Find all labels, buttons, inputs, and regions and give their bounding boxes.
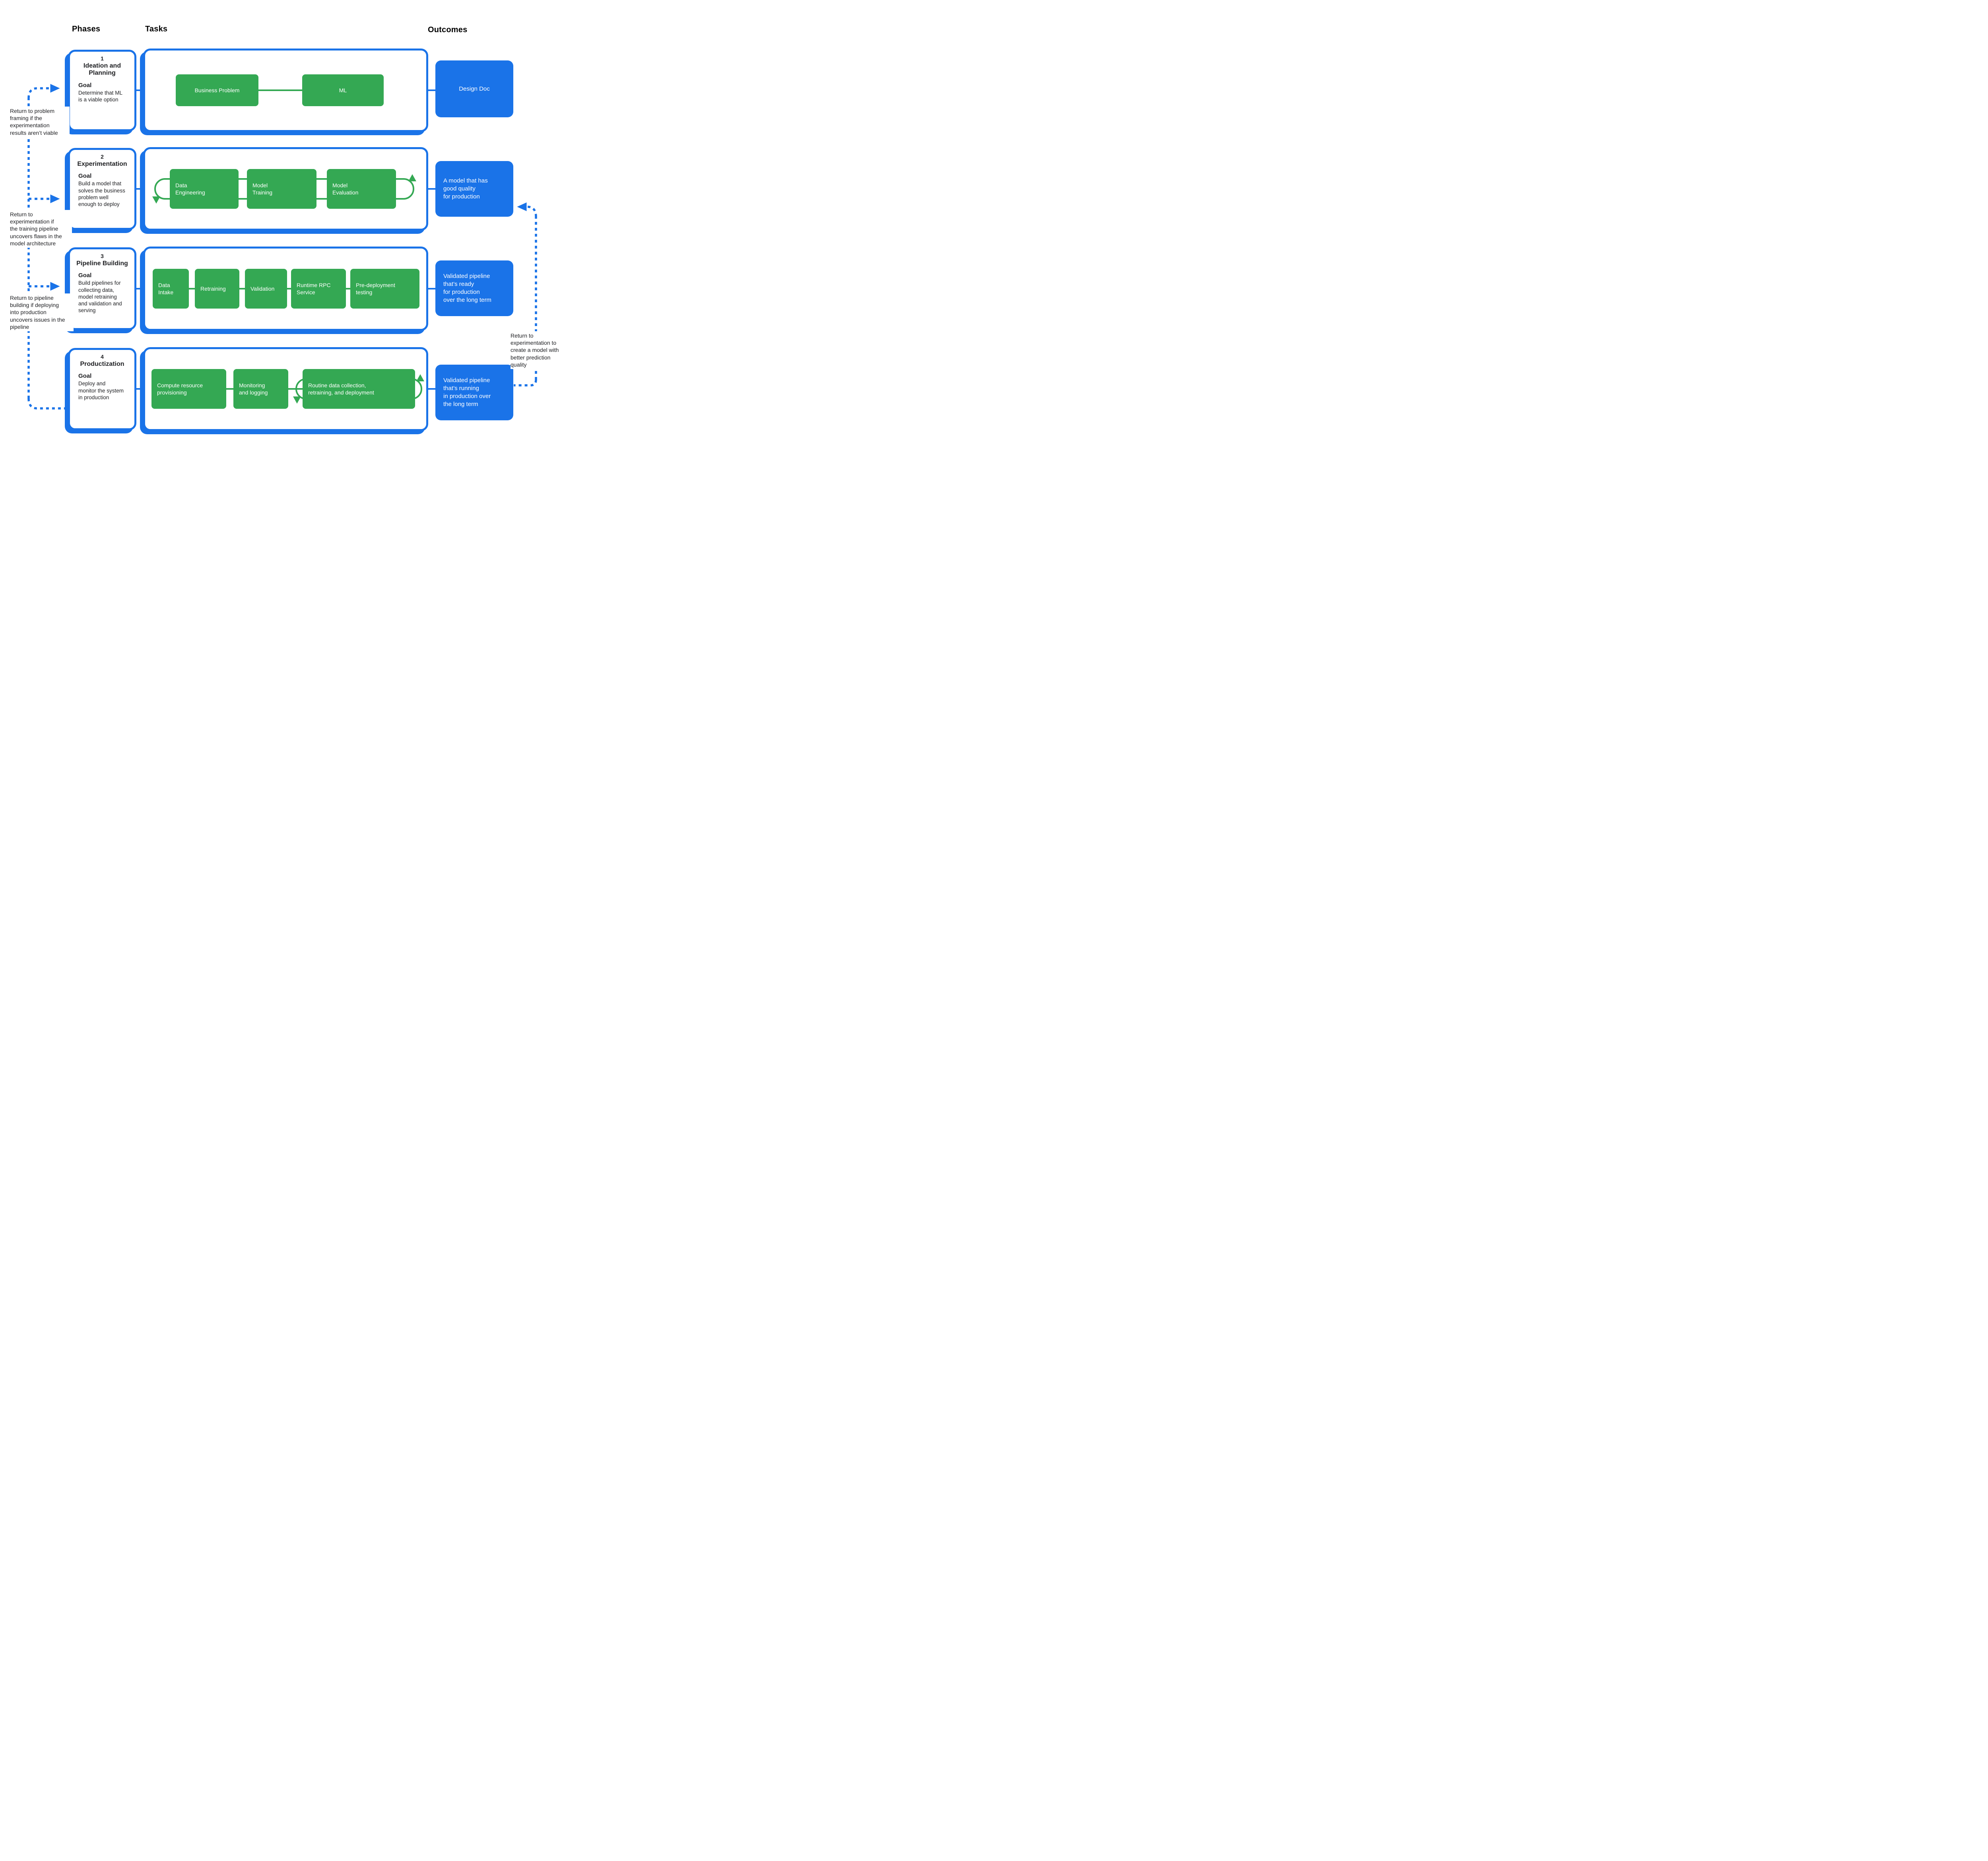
task-data-intake: Data Intake	[153, 269, 189, 309]
task-data-engineering: Data Engineering	[170, 169, 239, 209]
phase-number: 4	[101, 354, 104, 360]
goal-text: Build pipelines for collecting data, mod…	[78, 280, 122, 313]
phase-card-pipeline-building: 3 Pipeline Building Goal Build pipelines…	[68, 247, 136, 330]
feedback-from-production-outcome	[514, 379, 537, 387]
feedback-from-productization	[27, 398, 69, 410]
tasks-outcome-connector	[427, 288, 436, 289]
phase-tasks-connector	[136, 388, 144, 390]
feedback-label-problem-framing: Return to problem framing if the experim…	[10, 107, 70, 137]
outcome-good-model: A model that has good quality for produc…	[435, 161, 513, 217]
feedback-label-experimentation: Return to experimentation if the trainin…	[10, 210, 72, 248]
phase-goal: Goal Determine that ML is a viable optio…	[70, 82, 134, 103]
phase-number: 2	[101, 153, 104, 160]
task-model-evaluation: Model Evaluation	[327, 169, 396, 209]
phase-number: 3	[101, 253, 104, 259]
task-connector	[226, 388, 233, 390]
arrow-to-model-outcome-icon	[517, 202, 537, 217]
goal-label: Goal	[78, 173, 92, 180]
task-connector	[287, 288, 291, 289]
task-connector	[288, 388, 303, 390]
phase-goal: Goal Deploy and monitor the system in pr…	[70, 373, 134, 400]
tasks-outcome-connector	[427, 89, 436, 91]
task-routine-collection-retraining-deployment: Routine data collection, retraining, and…	[303, 369, 415, 409]
tasks-outcome-connector	[427, 388, 436, 390]
task-model-training: Model Training	[247, 169, 316, 209]
mlops-phases-diagram: Phases Tasks Outcomes 1 Ideation and Pla…	[0, 0, 564, 465]
goal-text: Determine that ML is a viable option	[78, 89, 123, 103]
phase-tasks-connector	[136, 89, 144, 91]
task-compute-resource-provisioning: Compute resource provisioning	[151, 369, 226, 409]
task-monitoring-logging: Monitoring and logging	[233, 369, 288, 409]
outcome-validated-pipeline-running: Validated pipeline that’s running in pro…	[435, 365, 513, 420]
outcomes-column-header: Outcomes	[428, 25, 468, 34]
task-validation: Validation	[245, 269, 287, 309]
feedback-label-better-model: Return to experimentation to create a mo…	[511, 331, 564, 369]
outcome-validated-pipeline-ready: Validated pipeline that’s ready for prod…	[435, 260, 513, 316]
feedback-label-pipeline-building: Return to pipeline building if deploying…	[10, 293, 74, 331]
phase-card-productization: 4 Productization Goal Deploy and monitor…	[68, 348, 136, 430]
task-connector	[346, 288, 350, 289]
arrow-to-ideation-icon	[27, 84, 60, 99]
task-connector	[189, 288, 195, 289]
phase-goal: Goal Build pipelines for collecting data…	[70, 272, 134, 314]
phase-card-ideation: 1 Ideation and Planning Goal Determine t…	[68, 50, 136, 131]
tasks-outcome-connector	[427, 188, 436, 190]
goal-label: Goal	[78, 373, 92, 380]
task-business-problem: Business Problem	[176, 74, 258, 106]
phase-card-experimentation: 2 Experimentation Goal Build a model tha…	[68, 148, 136, 230]
phase-title: Pipeline Building	[76, 260, 128, 267]
task-runtime-rpc-service: Runtime RPC Service	[291, 269, 346, 309]
phase-title: Ideation and Planning	[83, 62, 121, 77]
goal-text: Build a model that solves the business p…	[78, 181, 125, 207]
task-retraining: Retraining	[195, 269, 239, 309]
goal-label: Goal	[78, 272, 92, 279]
task-connector	[239, 288, 245, 289]
phase-goal: Goal Build a model that solves the busin…	[70, 173, 134, 208]
phase-title: Productization	[80, 361, 124, 367]
task-pre-deployment-testing: Pre-deployment testing	[350, 269, 419, 309]
phase-tasks-connector	[136, 188, 144, 190]
phase-tasks-connector	[136, 288, 144, 289]
phase-number: 1	[101, 55, 104, 62]
tasks-column-header: Tasks	[145, 25, 168, 33]
outcome-design-doc: Design Doc	[435, 60, 513, 117]
task-connector	[258, 89, 302, 91]
task-ml: ML	[302, 74, 384, 106]
phases-column-header: Phases	[72, 25, 101, 33]
goal-label: Goal	[78, 82, 92, 89]
goal-text: Deploy and monitor the system in product…	[78, 381, 124, 400]
phase-title: Experimentation	[77, 161, 127, 167]
